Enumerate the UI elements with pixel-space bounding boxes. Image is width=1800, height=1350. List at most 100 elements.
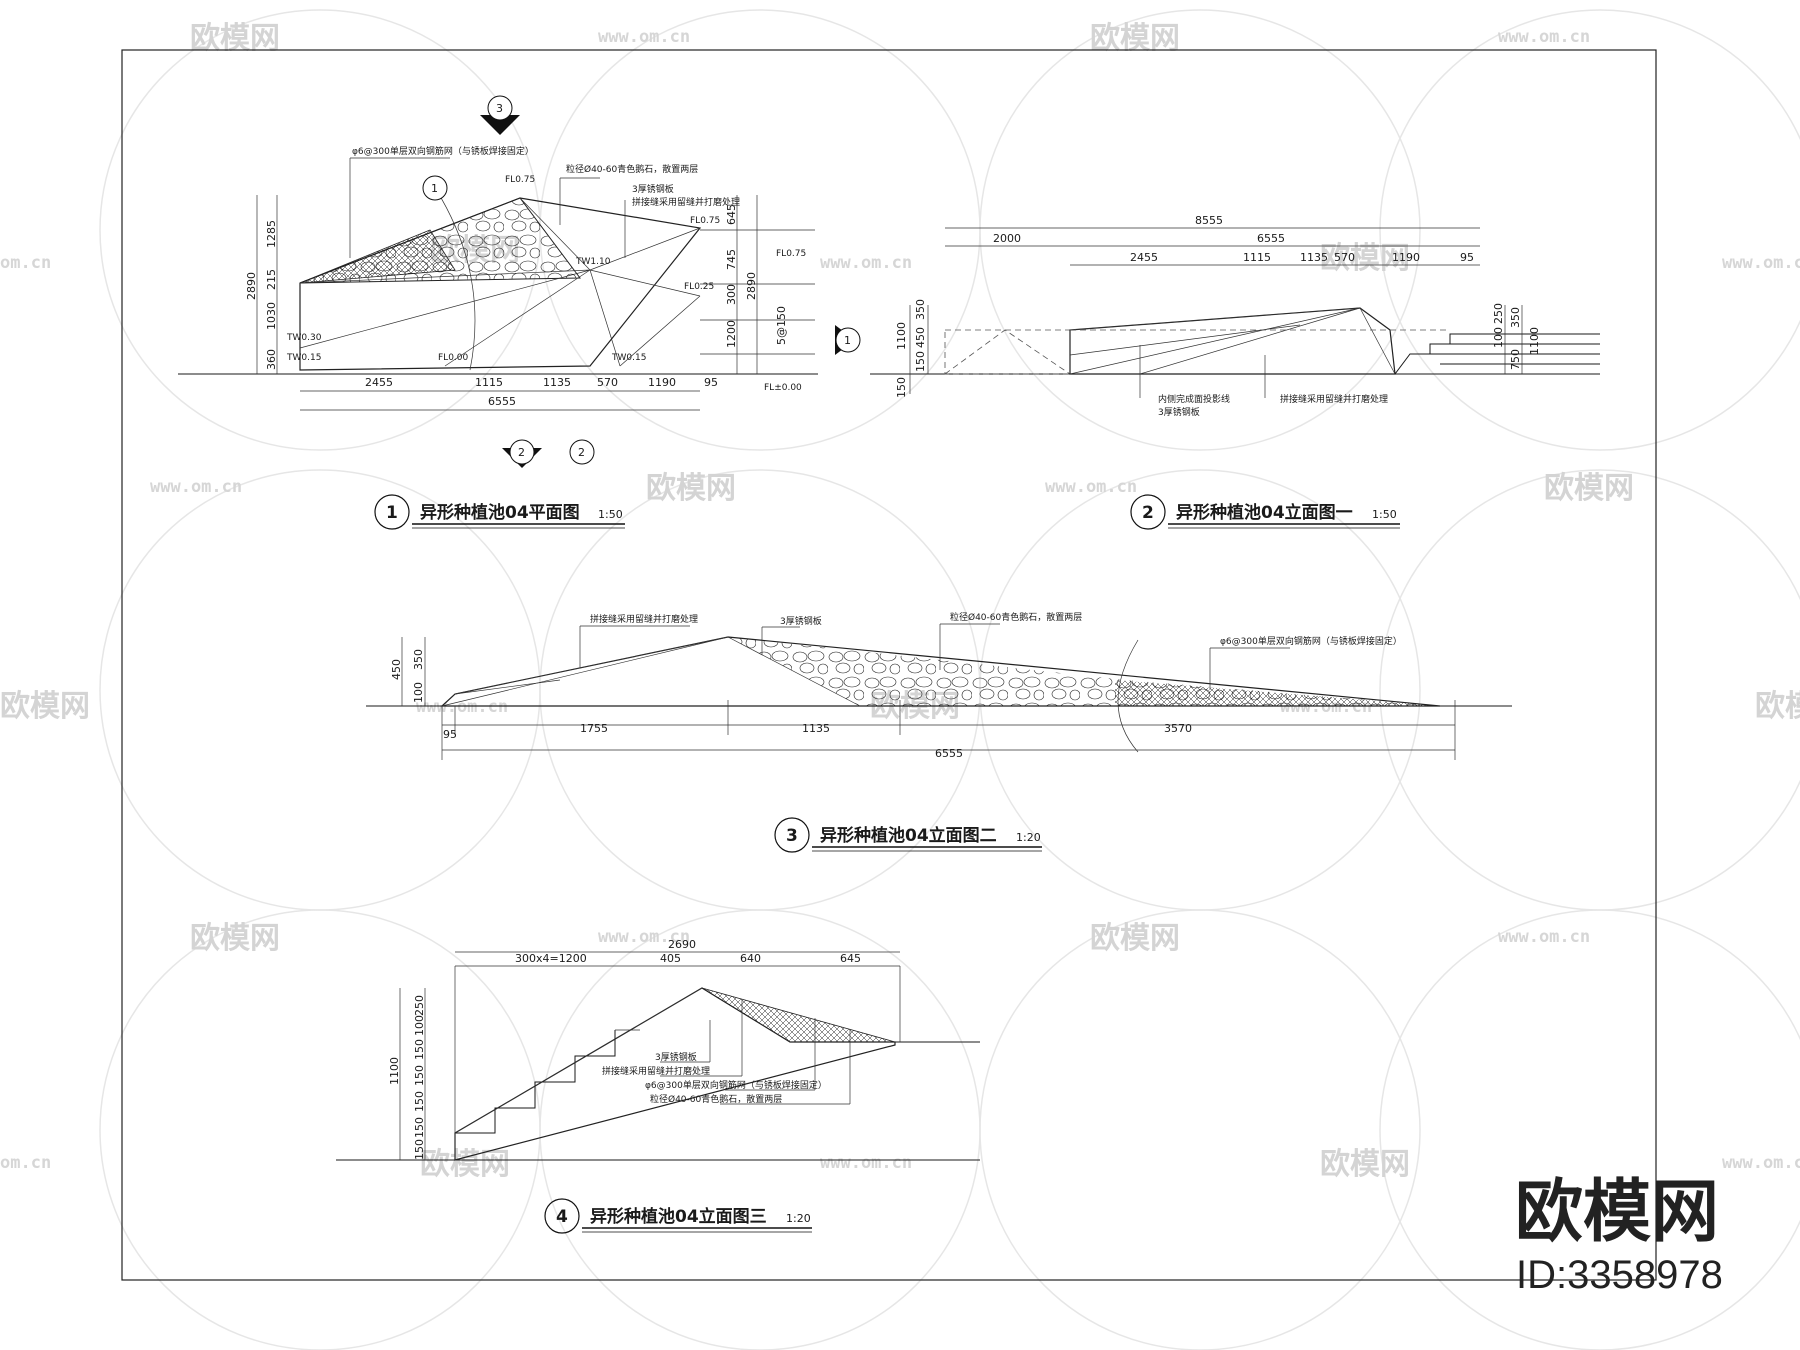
dim: 150	[413, 1091, 426, 1112]
plan-leaders	[349, 157, 626, 258]
elev2-note-mesh: φ6@300单层双向钢筋网（与锈板焊接固定）	[1220, 635, 1402, 647]
watermark-text: 欧模网	[1320, 241, 1410, 276]
watermark-text: 欧模网	[1090, 21, 1180, 56]
dim: 1115	[475, 376, 503, 389]
mesh-area	[299, 229, 456, 284]
dim: 405	[660, 952, 681, 965]
break-arc	[1117, 639, 1139, 753]
elev2-note-seam: 拼接缝采用留缝并打磨处理	[590, 613, 698, 625]
svg-text:3: 3	[496, 102, 503, 115]
level-fl000: FL0.00	[438, 353, 469, 363]
dim: 150	[413, 1117, 426, 1138]
elevation-3-leaders	[660, 1000, 851, 1105]
plan-note-seam: 拼接缝采用留缝并打磨处理	[632, 196, 740, 208]
watermark-text: 欧模网	[420, 1147, 510, 1182]
watermark-url: om.cn	[0, 253, 51, 273]
dim: 100	[1492, 327, 1505, 348]
watermark-text: 欧模网	[190, 21, 280, 56]
level-fl000: FL±0.00	[764, 383, 802, 393]
dim: 2000	[993, 232, 1021, 245]
svg-text:2: 2	[1142, 503, 1154, 523]
watermark-url: www.om.cn	[1498, 27, 1590, 47]
svg-text:2: 2	[518, 446, 525, 459]
elevation-2-view: 拼接缝采用留缝并打磨处理 3厚锈钢板 粒径Ø40-60青色鹅石，散置两层 φ6@…	[366, 611, 1512, 760]
watermark-url: om.cn	[0, 1153, 51, 1173]
elev3-note-mesh: φ6@300单层双向钢筋网（与锈板焊接固定）	[645, 1079, 827, 1091]
watermark-url: www.om.cn	[820, 253, 912, 273]
dim: 215	[265, 269, 278, 290]
sheet-frame	[121, 49, 1657, 1281]
dim: 1100	[895, 322, 908, 350]
svg-text:异形种植池04立面图一: 异形种植池04立面图一	[1176, 502, 1353, 523]
svg-text:2: 2	[578, 446, 585, 459]
level-tw030: TW0.30	[286, 333, 322, 343]
level-fl075: FL0.75	[776, 249, 806, 259]
watermark-url: www.om.cn	[416, 697, 508, 717]
dim: 1135	[1300, 251, 1328, 264]
elev2-note-stone: 粒径Ø40-60青色鹅石，散置两层	[950, 611, 1082, 623]
watermark-url: www.om.cn	[150, 477, 242, 497]
watermark-text: 欧模网	[1755, 689, 1800, 724]
dim: 250	[413, 995, 426, 1016]
view-title-4: 4 异形种植池04立面图三 1:20	[544, 1198, 812, 1234]
elev3-note-plate: 3厚锈钢板	[655, 1051, 697, 1063]
dim-total: 6555	[488, 395, 516, 408]
dim: 300x4=1200	[515, 952, 587, 965]
level-tw015: TW0.15	[611, 353, 646, 363]
svg-text:1:20: 1:20	[786, 1212, 811, 1225]
facet-lines	[299, 197, 701, 367]
dim: 1285	[265, 220, 278, 248]
dim: 150	[914, 351, 927, 372]
elevation-2-leaders	[579, 623, 1290, 690]
plan-note-stone: 粒径Ø40-60青色鹅石，散置两层	[566, 163, 698, 175]
dim: 150	[413, 1065, 426, 1086]
dim-steps: 5@150	[775, 306, 788, 345]
brand-logo-text: 欧模网	[1515, 1173, 1719, 1252]
planter-outline	[299, 197, 702, 371]
dim: 1190	[648, 376, 676, 389]
svg-text:1:50: 1:50	[1372, 508, 1397, 521]
mesh-area	[701, 987, 896, 1043]
dim-total: 8555	[1195, 214, 1223, 227]
watermark-url: www.om.cn	[1045, 477, 1137, 497]
dim: 3570	[1164, 722, 1192, 735]
elev1-note-projection: 内侧完成面投影线	[1158, 393, 1230, 405]
svg-text:1: 1	[386, 503, 398, 523]
level-fl075: FL0.75	[505, 175, 535, 185]
dim: 1755	[580, 722, 608, 735]
dim: 570	[1334, 251, 1355, 264]
dim: 6555	[1257, 232, 1285, 245]
dim: 95	[704, 376, 718, 389]
dim: 350	[412, 649, 425, 670]
elevation-2-dims	[401, 637, 1456, 760]
watermark-url: www.om.cn	[598, 927, 690, 947]
dim: 640	[740, 952, 761, 965]
section-marker-1: 1	[835, 325, 861, 355]
dim: 645	[725, 204, 738, 225]
section-marker-1b: 1	[422, 175, 448, 201]
plan-note-plate: 3厚锈钢板	[632, 183, 674, 195]
watermark-url: www.om.cn	[1722, 253, 1800, 273]
watermark-text: 欧模网	[1320, 1147, 1410, 1182]
svg-text:异形种植池04立面图三: 异形种植池04立面图三	[590, 1206, 767, 1227]
view-title-1: 1 异形种植池04平面图 1:50	[374, 494, 625, 530]
level-fl075: FL0.75	[690, 216, 720, 226]
elevation-3-view: 2690 300x4=1200 405 640 645 250 100 150 …	[336, 938, 980, 1161]
brand-id: ID:3358978	[1516, 1253, 1723, 1297]
svg-text:异形种植池04平面图: 异形种植池04平面图	[420, 502, 580, 523]
view-title-3: 3 异形种植池04立面图二 1:20	[774, 817, 1042, 853]
dim: 750	[1509, 349, 1522, 370]
svg-text:异形种植池04立面图二: 异形种植池04立面图二	[820, 825, 997, 846]
dim: 1135	[802, 722, 830, 735]
watermark-text: 欧模网	[0, 689, 90, 724]
dim: 250	[1492, 303, 1505, 324]
dim: 100	[413, 1015, 426, 1036]
svg-text:1:20: 1:20	[1016, 831, 1041, 844]
dim: 150	[413, 1139, 426, 1160]
plan-dim-lines	[256, 195, 815, 411]
watermark-url: www.om.cn	[598, 27, 690, 47]
dim: 1200	[725, 320, 738, 348]
elev3-note-stone: 粒径Ø40-60青色鹅石，散置两层	[650, 1093, 782, 1105]
dim: 360	[265, 349, 278, 370]
